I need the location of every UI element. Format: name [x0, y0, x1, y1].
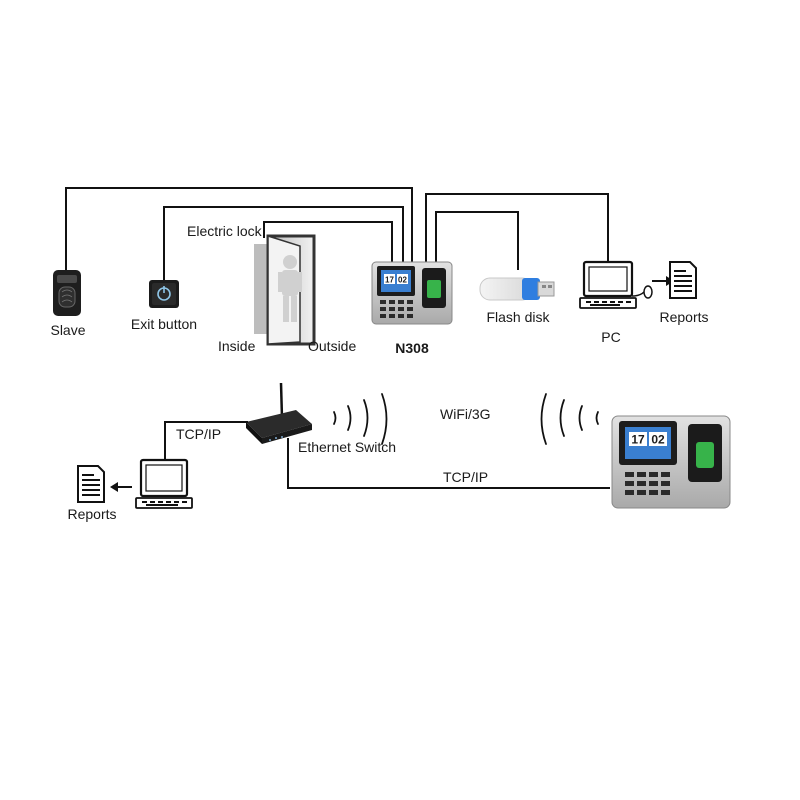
wire-flash-disk: [435, 211, 519, 270]
label-electric-lock: Electric lock: [187, 223, 262, 239]
wire-electric-lock: [263, 221, 393, 262]
label-device-model: N308: [395, 340, 429, 356]
n308-device-bottom: [611, 415, 731, 509]
top-wiring: [65, 187, 609, 280]
reports-icon-bottom: [77, 465, 105, 503]
wifi-waves-left: [333, 393, 388, 445]
reports-icon-top: [669, 261, 697, 299]
pc-icon-bottom: [135, 458, 193, 509]
label-exit-button: Exit button: [130, 316, 198, 332]
label-outside: Outside: [308, 338, 357, 354]
label-inside: Inside: [218, 338, 256, 354]
wire-switch-to-pc: [164, 421, 248, 460]
label-flash-disk: Flash disk: [486, 309, 550, 325]
wire-exit-button: [163, 206, 404, 280]
wire-pc: [425, 193, 609, 262]
slave-reader-icon: [53, 270, 81, 316]
ethernet-switch-icon: [246, 382, 312, 444]
label-pc: PC: [601, 329, 621, 345]
n308-device-top: [371, 261, 453, 325]
wire-slave: [65, 187, 413, 272]
bottom-wiring: [164, 421, 610, 489]
label-ethernet-switch: Ethernet Switch: [298, 439, 397, 455]
label-reports-bottom: Reports: [67, 506, 117, 522]
label-tcp-ip-left: TCP/IP: [176, 426, 222, 442]
device-top-minute: 02: [398, 276, 407, 285]
pc-icon-top: [579, 260, 653, 309]
wifi-waves-right: [540, 393, 599, 445]
wire-switch-to-device: [287, 438, 610, 489]
arrow-pc-to-reports-bottom: [110, 482, 132, 492]
label-slave: Slave: [50, 322, 86, 338]
flash-disk-icon: [479, 277, 555, 301]
device-bottom-minute: 02: [651, 433, 665, 447]
device-bottom-hour: 17: [631, 433, 645, 447]
door-icon: [254, 234, 316, 346]
exit-button-icon: [149, 280, 179, 308]
label-wifi: WiFi/3G: [440, 406, 491, 422]
device-top-hour: 17: [385, 276, 394, 285]
label-reports-top: Reports: [659, 309, 709, 325]
label-tcp-ip-bottom: TCP/IP: [443, 469, 489, 485]
